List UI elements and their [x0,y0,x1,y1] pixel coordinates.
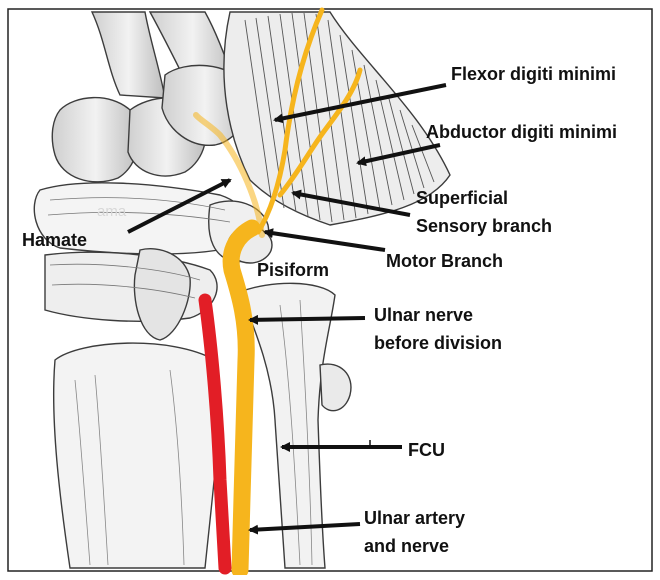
label-flexor-digiti-minimi: Flexor digiti minimi [451,62,616,86]
label-ulnar-nerve-line1: Ulnar nerve [374,303,473,327]
radius-bone [54,343,219,568]
label-ulnar-artery-line1: Ulnar artery [364,506,465,530]
label-superficial-line1: Superficial [416,186,508,210]
label-abductor-digiti-minimi: Abductor digiti minimi [426,120,617,144]
label-superficial-line2: Sensory branch [416,214,552,238]
label-pisiform: Pisiform [257,258,329,282]
faint-text: ama [97,203,126,220]
label-ulnar-artery-line2: and nerve [364,534,449,558]
label-ulnar-nerve-line2: before division [374,331,502,355]
label-hamate: Hamate [22,228,87,252]
pointer-ulnar-nerve [250,318,365,320]
label-motor-branch: Motor Branch [386,249,503,273]
label-fcu: FCU [408,438,445,462]
